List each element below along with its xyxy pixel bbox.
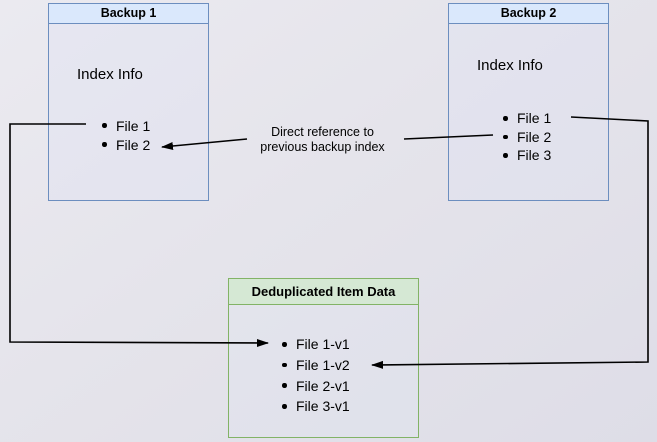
annotation-line2: previous backup index — [260, 139, 385, 154]
backup2-title: Backup 2 — [449, 4, 608, 24]
bullet-icon — [282, 362, 287, 368]
backup1-box: Backup 1 Index Info File 1 File 2 — [48, 3, 209, 201]
file-label: File 1 — [116, 117, 151, 134]
annotation-line1: Direct reference to — [271, 125, 374, 139]
file-label: File 2-v1 — [296, 377, 350, 394]
dedup-body: File 1-v1 File 1-v2 File 2-v1 File 3-v1 — [229, 305, 418, 436]
list-item: File 2 — [96, 135, 150, 154]
backup1-title: Backup 1 — [49, 4, 208, 24]
backup2-index-info-label: Index Info — [477, 57, 543, 74]
list-item: File 2-v1 — [276, 375, 350, 396]
bullet-icon — [282, 342, 287, 347]
direct-reference-annotation: Direct reference to previous backup inde… — [230, 125, 415, 154]
bullet-icon — [282, 383, 287, 388]
backup1-file-list: File 1 File 2 — [96, 116, 150, 154]
file-label: File 1 — [517, 110, 552, 127]
backup1-index-info-label: Index Info — [77, 66, 143, 83]
file-label: File 2 — [116, 136, 151, 153]
list-item: File 1 — [96, 116, 150, 135]
dedup-title: Deduplicated Item Data — [229, 279, 418, 305]
list-item: File 1 — [497, 109, 551, 128]
file-label: File 1-v2 — [296, 357, 350, 374]
list-item: File 2 — [497, 128, 551, 147]
list-item: File 1-v1 — [276, 334, 350, 355]
backup2-body: Index Info File 1 File 2 File 3 — [449, 24, 608, 200]
list-item: File 1-v2 — [276, 355, 350, 376]
backup2-box: Backup 2 Index Info File 1 File 2 File 3 — [448, 3, 609, 201]
dedup-box: Deduplicated Item Data File 1-v1 File 1-… — [228, 278, 419, 438]
bullet-icon — [503, 116, 508, 121]
bullet-icon — [282, 404, 287, 409]
list-item: File 3-v1 — [276, 396, 350, 417]
backup2-file-list: File 1 File 2 File 3 — [497, 109, 551, 165]
bullet-icon — [503, 134, 508, 139]
bullet-icon — [102, 142, 107, 147]
bullet-icon — [503, 153, 508, 158]
dedup-file-list: File 1-v1 File 1-v2 File 2-v1 File 3-v1 — [276, 334, 350, 417]
list-item: File 3 — [497, 146, 551, 165]
bullet-icon — [102, 123, 107, 128]
file-label: File 1-v1 — [296, 336, 350, 353]
file-label: File 2 — [517, 128, 552, 145]
backup1-body: Index Info File 1 File 2 — [49, 24, 208, 200]
file-label: File 3 — [517, 147, 552, 164]
file-label: File 3-v1 — [296, 398, 350, 415]
